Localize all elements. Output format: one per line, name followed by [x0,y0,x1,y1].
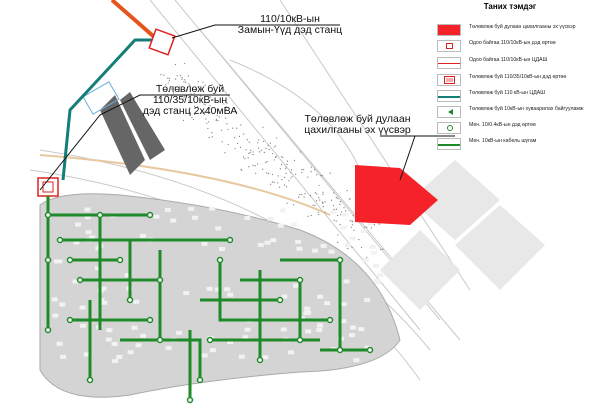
label-line: Төлөвлөж буй [155,83,225,95]
legend-item-label: Мен. 10/0.4кВ-ын дэд өртөө [469,122,536,128]
red-fill-icon [437,24,461,36]
planned-heat-plant[interactable] [355,165,438,225]
legend-item-label: Мен. 10кВ-ын кабель шугам [469,138,537,144]
green-line-icon [437,138,461,150]
transformer-node[interactable] [66,256,74,264]
transformer-node[interactable] [256,356,264,364]
legend-item-label: Төлөвлөж буй 110/35/10кВ-ын дэд өртөө [469,74,567,80]
transformer-node[interactable] [186,396,194,404]
transformer-node[interactable] [296,336,304,344]
legend-item-label: Төлөвлөж буй 110 кВ-ын ЦДАШ [469,90,545,96]
transformer-node[interactable] [126,296,134,304]
existing-110kv-line [110,0,162,44]
red-line-icon [437,57,461,69]
transformer-node[interactable] [44,326,52,334]
legend-item: Төлөвлөж буй 10кВ-ын хуваарилах байгуула… [437,106,600,122]
legend-item: Мен. 10/0.4кВ-ын дэд өртөө [437,122,600,138]
transformer-node[interactable] [146,211,154,219]
transformer-node[interactable] [196,376,204,384]
road [39,154,331,216]
transformer-node[interactable] [336,346,344,354]
teal-line-icon [437,90,461,102]
legend-item: Төлөвлөж буй дулаан цахилгааны эх үүсвэр [437,24,600,40]
transformer-node[interactable] [56,236,64,244]
transformer-node[interactable] [44,211,52,219]
transformer-node[interactable] [366,346,374,354]
planned-area-shapes [380,160,545,310]
transformer-node[interactable] [326,316,334,324]
transformer-node[interactable] [96,211,104,219]
fenced-area [82,81,120,115]
leader-lines [39,24,455,191]
legend-item: Төлөвлөж буй 110 кВ-ын ЦДАШ [437,90,600,106]
transformer-node[interactable] [206,336,214,344]
legend-item: Одоо байгаа 110/10кВ-ын ЦДАШ [437,57,600,73]
legend-item: Мен. 10кВ-ын кабель шугам [437,138,600,154]
legend-item-label: Төлөвлөж буй дулаан цахилгааны эх үүсвэр [469,24,576,30]
legend: Таних тэмдэг Төлөвлөж буй дулаан цахилга… [430,0,600,150]
green-circle-icon [437,122,461,134]
label-line: 110/10кВ-ын [260,13,320,25]
transformer-node[interactable] [226,236,234,244]
label-line: 110/35/10кВ-ын [152,94,228,106]
existing-substation[interactable] [148,28,176,56]
label-line: Төлөвлөж буй дулаан [304,113,411,125]
legend-item: Одоо байгаа 110/10кВ-ын дэд өртөө [437,40,600,56]
planned-110kv-line [61,38,155,181]
transformer-node[interactable] [276,296,284,304]
label-line: цахилгааны эх үүсвэр [304,124,411,136]
transformer-node[interactable] [216,256,224,264]
legend-item-label: Одоо байгаа 110/10кВ-ын ЦДАШ [469,57,548,63]
transformer-nodes [44,211,374,404]
label-planned-substation: Төлөвлөж буй 110/35/10кВ-ын дэд станц 2х… [140,84,240,117]
transformer-node[interactable] [116,256,124,264]
legend-item: Төлөвлөж буй 110/35/10кВ-ын дэд өртөө [437,74,600,90]
label-line: дэд станц 2х40мВА [142,105,238,117]
label-heat-plant: Төлөвлөж буй дулаан цахилгааны эх үүсвэр [300,114,415,136]
legend-title: Таних тэмдэг [483,2,537,11]
label-line: Замын-Үүд дэд станц [237,24,343,36]
legend-item-label: Төлөвлөж буй 10кВ-ын хуваарилах байгуула… [469,106,584,112]
legend-item-label: Одоо байгаа 110/10кВ-ын дэд өртөө [469,40,556,46]
transformer-node[interactable] [146,316,154,324]
double-red-square-icon [437,74,461,86]
transformer-node[interactable] [76,276,84,284]
label-existing-substation: 110/10кВ-ын Замын-Үүд дэд станц [230,14,350,36]
transformer-node[interactable] [66,316,74,324]
solar-field [100,92,165,175]
transformer-node[interactable] [44,256,52,264]
transformer-node[interactable] [156,276,164,284]
green-triangle-icon [437,106,461,118]
red-square-icon [437,40,461,52]
transformer-node[interactable] [296,276,304,284]
transformer-node[interactable] [86,376,94,384]
transformer-node[interactable] [156,336,164,344]
transformer-node[interactable] [336,256,344,264]
